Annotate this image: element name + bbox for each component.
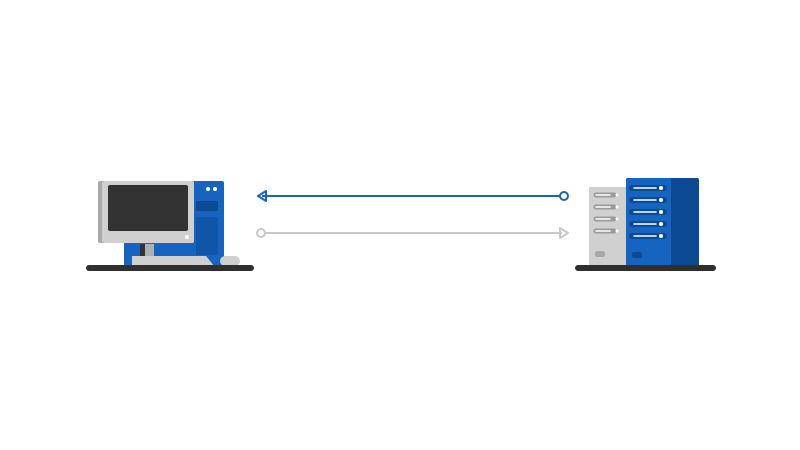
keyboard <box>132 256 214 266</box>
desktop-computer-icon <box>86 181 254 271</box>
tower-panel <box>196 217 218 255</box>
server-rack-icon <box>575 178 716 271</box>
server-base <box>575 265 716 271</box>
arrowhead-left-icon <box>257 190 267 202</box>
tower-led <box>213 187 217 191</box>
mouse <box>220 256 240 266</box>
monitor-screen <box>108 185 188 231</box>
monitor-neck-shadow <box>140 244 145 256</box>
blue-unit-slot-highlights <box>633 187 657 237</box>
origin-dot-icon <box>559 191 569 201</box>
client-base <box>86 265 254 271</box>
gray-unit-label <box>595 251 605 257</box>
arrowhead-right-icon <box>559 227 569 239</box>
tower-drive-bay <box>196 201 218 211</box>
gray-unit-slot-highlights <box>595 194 611 232</box>
monitor-power-button <box>185 235 189 239</box>
blue-unit-label <box>632 252 642 258</box>
origin-dot-icon <box>256 228 266 238</box>
request-arrow <box>256 227 569 239</box>
response-arrow <box>257 190 569 202</box>
tower-led <box>206 187 210 191</box>
